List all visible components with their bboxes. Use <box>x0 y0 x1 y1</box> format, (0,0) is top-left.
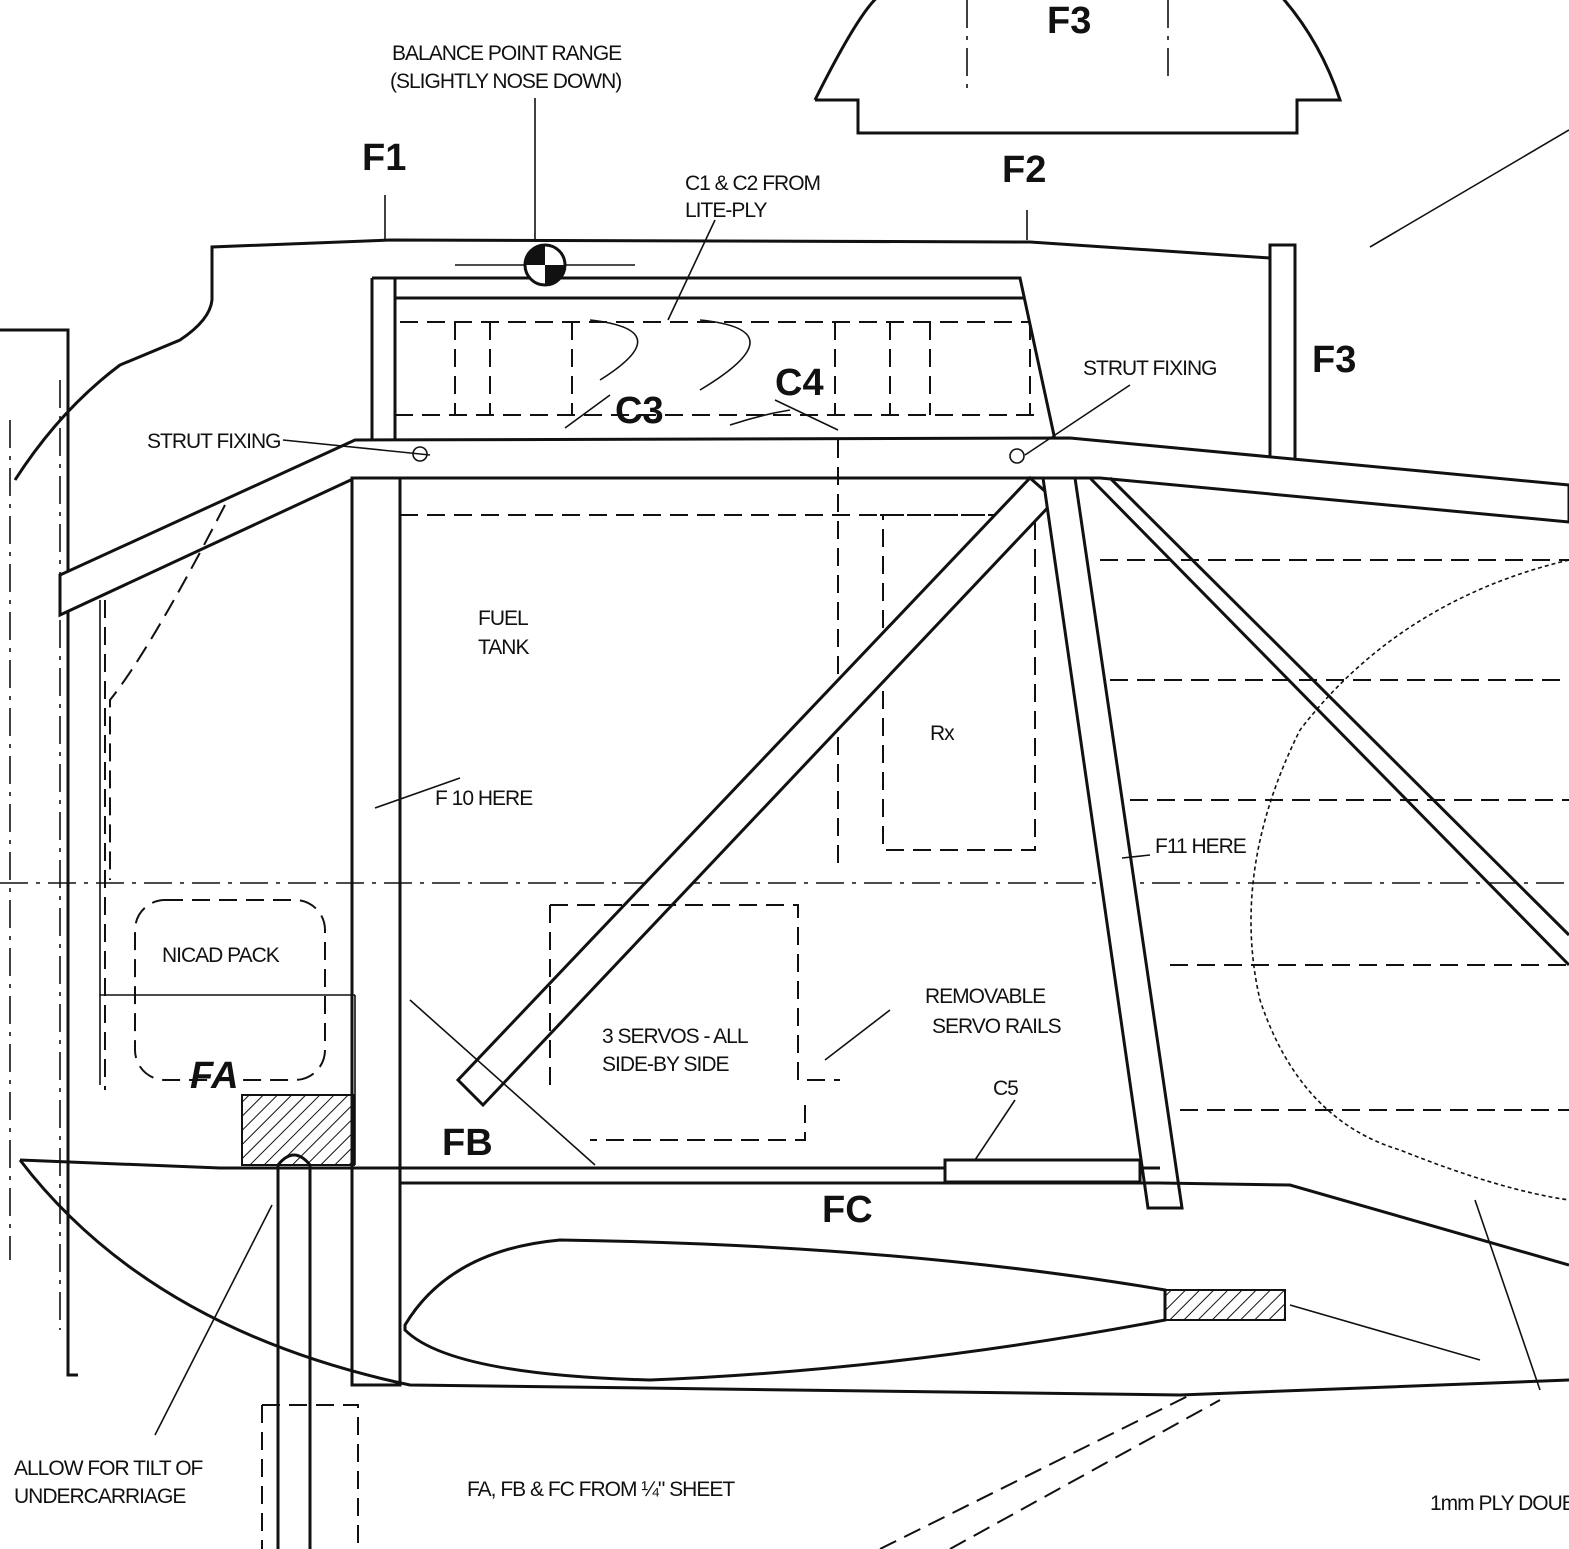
sheet-note: FA, FB & FC FROM ¼" SHEET <box>467 1478 735 1501</box>
c1c2-label-line1: C1 & C2 FROM <box>685 172 820 195</box>
nose-dashes <box>9 380 61 1330</box>
lite-ply-sketch <box>589 319 791 426</box>
nicad-box <box>134 899 326 1081</box>
te-line <box>1289 1304 1481 1361</box>
servos-label-line2: SIDE-BY SIDE <box>602 1053 729 1076</box>
wing-seat-bar <box>58 436 1569 618</box>
undercarriage-leg <box>276 1153 312 1549</box>
fc-floor <box>19 1158 1569 1267</box>
strut-fixing-mark-right <box>1009 448 1025 464</box>
leader-lines <box>154 98 1541 1436</box>
fa-hatched-block <box>241 1094 355 1166</box>
f10-label: F 10 HERE <box>435 787 533 810</box>
label-f2: F2 <box>1002 149 1046 191</box>
nicad-label: NICAD PACK <box>162 944 280 967</box>
rx-label: Rx <box>930 722 955 745</box>
allow-label-line2: UNDERCARRIAGE <box>14 1485 186 1508</box>
trailing-edge-block <box>1164 1289 1286 1321</box>
wing-rib-dashes <box>1100 559 1569 1111</box>
fuselage-bottom <box>18 1159 1569 1397</box>
balance-point-fill <box>525 245 565 285</box>
c5-rail <box>943 1158 1142 1184</box>
c5-label: C5 <box>993 1077 1018 1100</box>
label-c4: C4 <box>775 362 824 404</box>
hatch-dashed-parts <box>395 321 1035 416</box>
hatch-frame <box>370 276 1057 441</box>
undercarriage-dashes <box>261 1404 359 1549</box>
nose-outline <box>0 328 78 1377</box>
f1-former <box>350 476 402 1387</box>
strut-fixing-right-label: STRUT FIXING <box>1083 357 1216 380</box>
f3-top-former <box>813 0 1343 135</box>
side-dashes <box>104 504 226 1090</box>
servo-box <box>549 904 840 1141</box>
f3-former <box>1268 243 1297 492</box>
label-f3-top: F3 <box>1047 0 1091 42</box>
label-f1: F1 <box>362 137 406 179</box>
fuselage-top-outline <box>13 238 1271 481</box>
label-fb: FB <box>442 1122 493 1164</box>
balance-label-line1: BALANCE POINT RANGE <box>392 42 622 65</box>
label-f3-right: F3 <box>1312 339 1356 381</box>
servos-label-line1: 3 SERVOS - ALL <box>602 1025 748 1048</box>
ply-note: 1mm PLY DOUB <box>1430 1492 1569 1515</box>
removable-label-line2: SERVO RAILS <box>932 1015 1062 1038</box>
fin-line <box>1369 129 1569 248</box>
fb-line <box>409 999 596 1166</box>
wing-airfoil <box>403 1238 1167 1382</box>
strut-fixing-left-label: STRUT FIXING <box>147 430 280 453</box>
removable-label-line1: REMOVABLE <box>925 985 1046 1008</box>
c1c2-label-line2: LITE-PLY <box>685 199 767 222</box>
allow-label-line1: ALLOW FOR TILT OF <box>14 1457 203 1480</box>
rear-diagonal <box>1088 476 1569 967</box>
fuel-label-line1: FUEL <box>478 607 528 630</box>
fuel-label-line2: TANK <box>478 636 529 659</box>
f11-label: F11 HERE <box>1155 835 1247 858</box>
balance-label-line2: (SLIGHTLY NOSE DOWN) <box>390 70 621 93</box>
wing-ellipse <box>1250 559 1569 1201</box>
strut-fixing-mark-left <box>412 446 428 462</box>
label-c3: C3 <box>615 390 664 432</box>
rear-strut <box>1041 476 1184 1210</box>
lower-strut-dashes <box>879 1394 1221 1549</box>
label-fc: FC <box>822 1189 873 1231</box>
f3-top-centerlines <box>966 0 1169 90</box>
diagonal-strut <box>455 475 1058 1108</box>
label-fa: FA <box>190 1055 239 1097</box>
